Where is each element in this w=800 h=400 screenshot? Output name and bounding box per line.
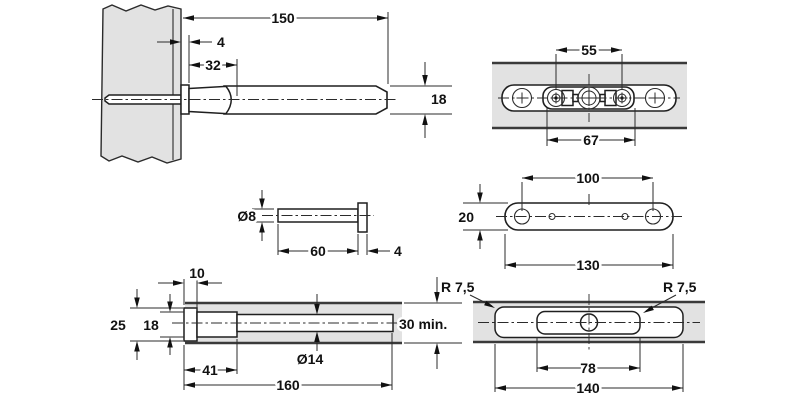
dim-label-20: 20 <box>458 209 474 225</box>
dim-label-4: 4 <box>217 34 225 50</box>
dim-41: 41 <box>183 339 238 390</box>
dim-160: 160 <box>184 333 393 396</box>
dim-100: 100 <box>521 168 654 211</box>
radius-callout-left: R 7,5 <box>439 277 495 308</box>
dim-label-160: 160 <box>276 377 300 393</box>
bore-18 <box>196 311 238 338</box>
view-rod-in-wall: 150 4 32 18 <box>92 4 452 164</box>
dim-label-100: 100 <box>576 170 600 186</box>
dim-label-r75-right: R 7,5 <box>663 279 697 295</box>
dim-label-18: 18 <box>431 91 447 107</box>
dim-dia14: Ø14 <box>294 294 326 370</box>
dim-label-25: 25 <box>110 317 126 333</box>
dim-dia8: Ø8 <box>235 190 274 241</box>
dim-55: 55 <box>555 40 623 89</box>
dim-label-dia8: Ø8 <box>237 208 256 224</box>
dim-label-dia14: Ø14 <box>297 351 324 367</box>
dim-label-30min: 30 min. <box>399 316 447 332</box>
support-rod <box>223 85 388 115</box>
view-bolt: Ø8 60 4 <box>235 190 405 262</box>
wall-panel <box>100 4 182 164</box>
dim-label-18-bore: 18 <box>143 317 159 333</box>
dim-150: 150 <box>183 8 389 84</box>
dim-label-67: 67 <box>583 132 599 148</box>
dim-30min: 30 min. <box>397 277 462 369</box>
dim-label-60: 60 <box>310 243 326 259</box>
view-plate-front-mounted: 55 67 <box>492 40 687 151</box>
dim-label-78: 78 <box>580 360 596 376</box>
view-plate-top: 100 20 130 <box>456 168 682 276</box>
dim-18-bore: 18 <box>141 294 184 355</box>
dim-label-150: 150 <box>271 10 295 26</box>
dim-label-10: 10 <box>189 265 205 281</box>
dim-10: 10 <box>158 263 222 310</box>
rod-taper <box>188 85 232 115</box>
dim-25: 25 <box>108 289 183 360</box>
dim-label-r75-left: R 7,5 <box>441 279 475 295</box>
dim-60: 60 <box>277 224 359 262</box>
dim-140: 140 <box>494 344 684 399</box>
dim-label-140: 140 <box>576 380 600 396</box>
dim-label-head-4: 4 <box>394 243 402 259</box>
dim-20: 20 <box>456 184 508 249</box>
dim-label-32: 32 <box>205 57 221 73</box>
dim-67: 67 <box>546 108 636 151</box>
dim-label-55: 55 <box>581 42 597 58</box>
radius-callout-right: R 7,5 <box>643 277 699 313</box>
dim-label-41: 41 <box>202 362 218 378</box>
dim-4: 4 <box>157 32 228 83</box>
dim-label-130: 130 <box>576 257 600 273</box>
dim-18: 18 <box>390 62 452 138</box>
view-shelf-section: 10 25 18 41 <box>108 263 462 396</box>
dim-78: 78 <box>536 337 641 379</box>
bolt-head <box>357 202 368 233</box>
dim-130: 130 <box>504 234 674 276</box>
dim-32: 32 <box>189 55 238 96</box>
counterbore <box>183 307 198 342</box>
dim-head-4: 4 <box>366 234 405 262</box>
view-shelf-plan: R 7,5 R 7,5 78 140 <box>439 277 705 399</box>
